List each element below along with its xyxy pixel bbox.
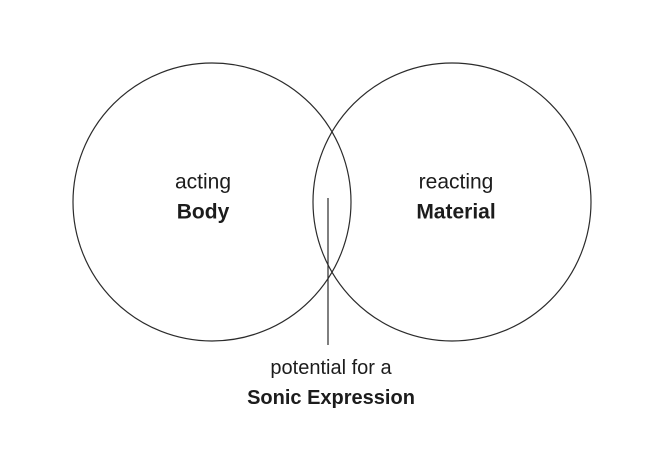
right-circle-label-line2: Material xyxy=(416,201,496,224)
overlap-caption-line1: potential for a xyxy=(270,357,392,379)
overlap-caption: potential for a Sonic Expression xyxy=(247,353,415,413)
left-circle-label-line2: Body xyxy=(176,201,230,224)
overlap-caption-line2: Sonic Expression xyxy=(247,387,415,409)
right-circle-label: reacting Material xyxy=(416,168,495,229)
left-circle xyxy=(72,62,352,342)
right-circle xyxy=(312,62,592,342)
left-circle-label-line1: acting xyxy=(174,170,232,194)
left-circle-label: acting Body xyxy=(175,168,231,229)
right-circle-label-line1: reacting xyxy=(418,170,494,194)
